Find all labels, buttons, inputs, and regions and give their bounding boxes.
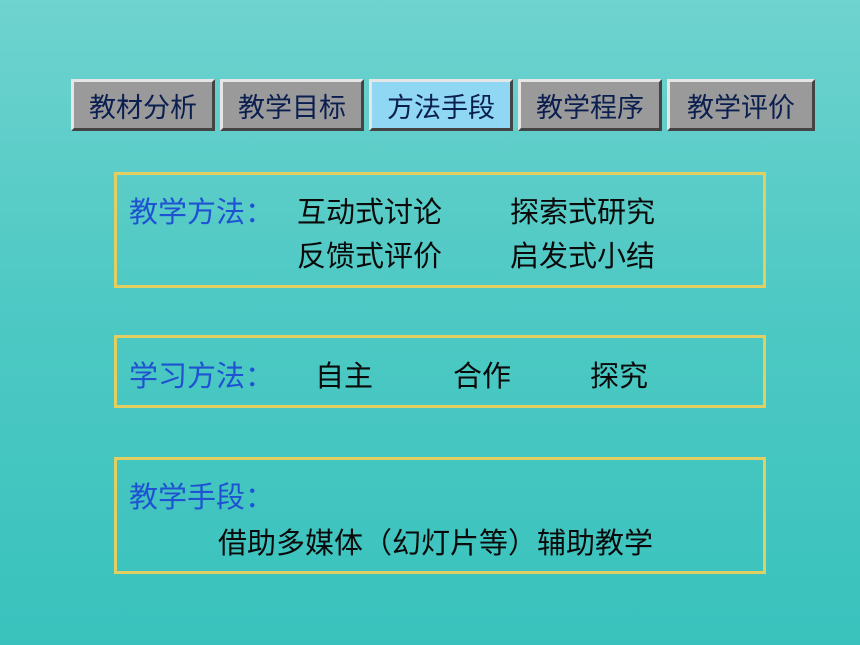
teaching-means-text: 借助多媒体（幻灯片等）辅助教学 [218, 526, 654, 560]
nav-tab-bar: 教材分析 教学目标 方法手段 教学程序 教学评价 [71, 79, 815, 135]
tab-teaching-evaluation[interactable]: 教学评价 [667, 79, 815, 131]
learning-method-item: 探究 [590, 359, 649, 393]
learning-methods-box: 学习方法： 自主 合作 探究 [114, 335, 766, 408]
teaching-means-box: 教学手段： 借助多媒体（幻灯片等）辅助教学 [114, 457, 766, 574]
learning-method-item: 合作 [453, 359, 512, 393]
tab-textbook-analysis[interactable]: 教材分析 [71, 79, 215, 131]
teaching-method-item: 探索式研究 [510, 195, 656, 229]
teaching-method-item: 启发式小结 [510, 239, 656, 273]
tab-teaching-procedure[interactable]: 教学程序 [518, 79, 662, 131]
learning-methods-label: 学习方法： [129, 359, 275, 393]
teaching-means-label: 教学手段： [129, 480, 275, 514]
teaching-methods-label: 教学方法： [129, 195, 275, 229]
teaching-method-item: 反馈式评价 [297, 239, 443, 273]
learning-method-item: 自主 [315, 359, 374, 393]
tab-teaching-objectives[interactable]: 教学目标 [220, 79, 364, 131]
teaching-methods-box: 教学方法： 互动式讨论 探索式研究 反馈式评价 启发式小结 [114, 172, 766, 288]
tab-methods-and-means[interactable]: 方法手段 [369, 79, 513, 131]
teaching-method-item: 互动式讨论 [297, 195, 443, 229]
